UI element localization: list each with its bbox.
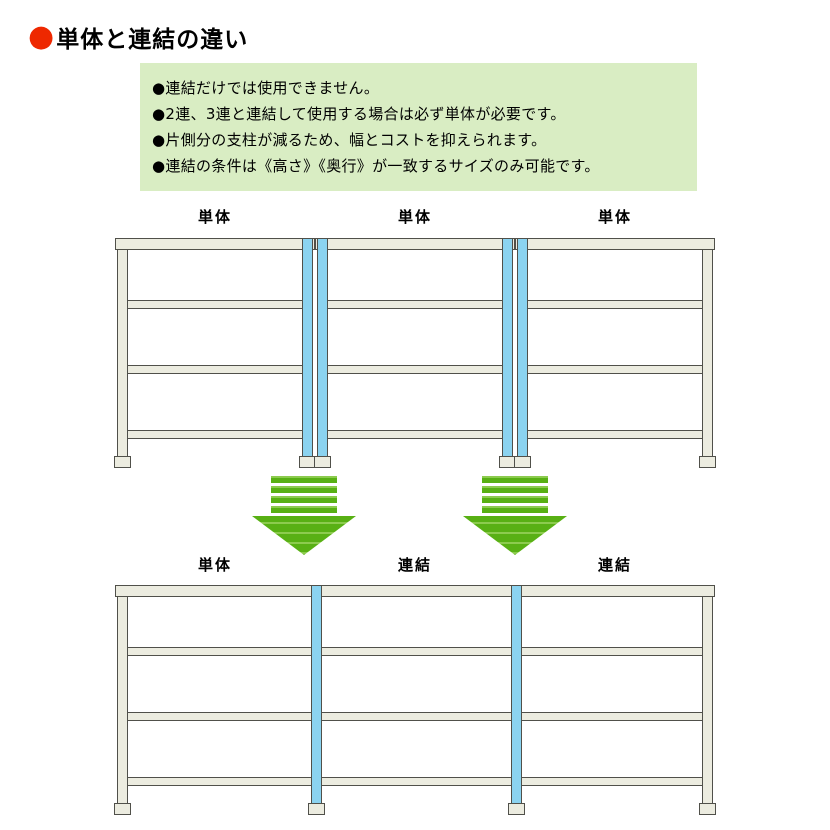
top-diagram-labels: 単体 単体 単体 (115, 206, 715, 227)
shelf-unit (514, 238, 716, 468)
shelf-unit (314, 238, 516, 468)
shelf-post-left-highlighted (517, 238, 528, 459)
page-title: ● 単体と連結の違い (28, 20, 248, 54)
down-arrow (463, 476, 567, 555)
shelf-foot (114, 803, 131, 815)
shelf-post-left (117, 585, 128, 806)
shelf-foot (699, 456, 716, 468)
shared-post-highlighted (511, 585, 522, 806)
connected-shelf-assembly (114, 585, 716, 815)
shelf-board (126, 365, 304, 374)
notes-box: ●連結だけでは使用できません。 ●2連、3連と連結して使用する場合は必ず単体が必… (140, 63, 697, 191)
shelf-board (526, 430, 704, 439)
shelf-foot (514, 456, 531, 468)
unit-label: 単体 (597, 208, 632, 226)
shelf-top-beam (315, 238, 515, 250)
shelf-foot (114, 456, 131, 468)
shelf-post-right-highlighted (302, 238, 313, 459)
shelf-board (126, 777, 704, 786)
note-line: ●連結の条件は《高さ》《奥行》が一致するサイズのみ可能です。 (152, 157, 600, 175)
note-line: ●連結だけでは使用できません。 (152, 79, 380, 97)
shelf-board (126, 300, 304, 309)
shelf-foot (508, 803, 525, 815)
shelf-foot (699, 803, 716, 815)
shelf-board (526, 300, 704, 309)
standalone-units-diagram (114, 238, 716, 468)
down-arrow-head (463, 516, 567, 555)
bottom-diagram-labels: 単体 連結 連結 (115, 554, 715, 575)
shelf-post-right (702, 238, 713, 459)
shelf-foot (314, 456, 331, 468)
shelf-board (126, 712, 704, 721)
shelf-foot (308, 803, 325, 815)
shelf-unit (114, 238, 316, 468)
page-title-text: 単体と連結の違い (56, 27, 249, 53)
down-arrow-head (252, 516, 356, 555)
shelf-top-beam (515, 238, 715, 250)
unit-label: 連結 (597, 556, 632, 574)
shelf-board (126, 647, 704, 656)
down-arrow-shaft (482, 476, 548, 516)
shelf-post-left-highlighted (317, 238, 328, 459)
red-bullet-icon: ● (28, 19, 55, 54)
shelf-post-right-highlighted (502, 238, 513, 459)
shelf-post-right (702, 585, 713, 806)
shelf-top-beam (115, 238, 315, 250)
shelf-board (326, 430, 504, 439)
unit-label: 単体 (197, 556, 232, 574)
shelf-board (326, 300, 504, 309)
unit-label: 連結 (397, 556, 432, 574)
note-line: ●片側分の支柱が減るため、幅とコストを抑えられます。 (152, 131, 547, 149)
connected-units-diagram (114, 585, 716, 815)
unit-label: 単体 (197, 208, 232, 226)
unit-label: 単体 (397, 208, 432, 226)
note-line: ●2連、3連と連結して使用する場合は必ず単体が必要です。 (152, 105, 566, 123)
shelf-board (326, 365, 504, 374)
shared-post-highlighted (311, 585, 322, 806)
shelf-post-left (117, 238, 128, 459)
down-arrow-shaft (271, 476, 337, 516)
shelf-board (126, 430, 304, 439)
down-arrow (252, 476, 356, 555)
shelf-board (526, 365, 704, 374)
shelf-top-beam (115, 585, 715, 597)
